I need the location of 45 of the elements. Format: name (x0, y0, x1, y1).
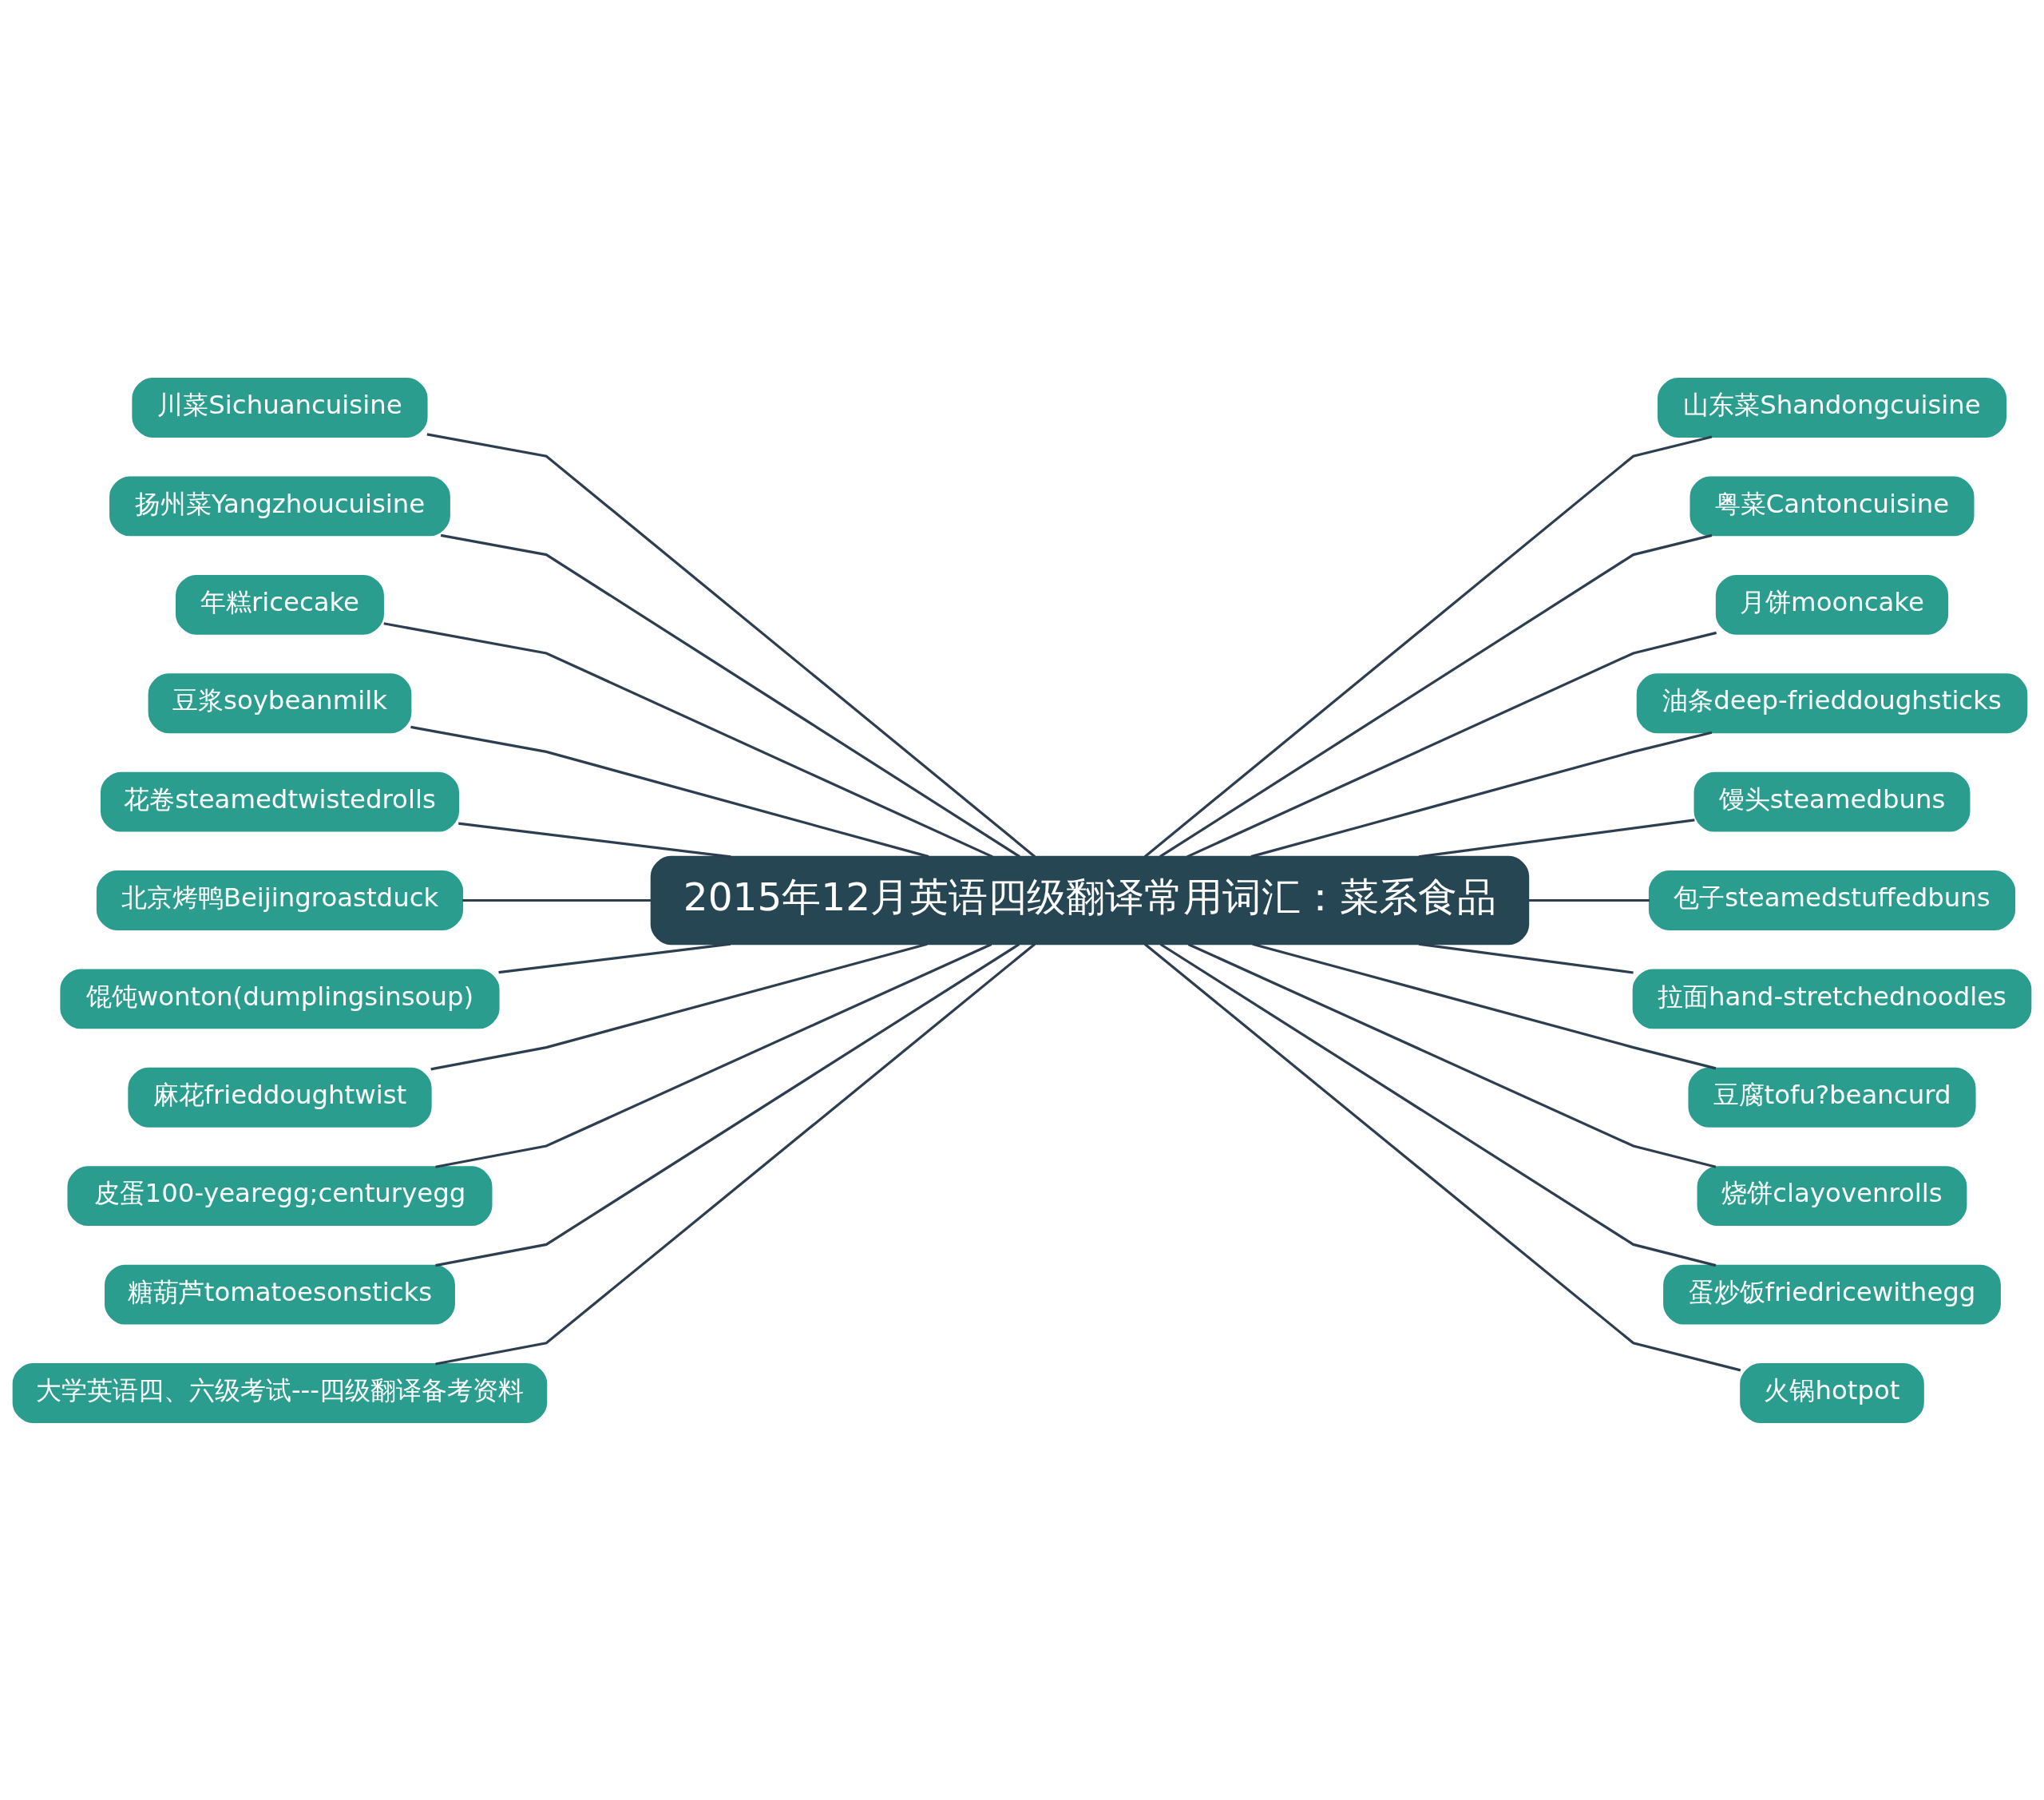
connector (426, 432, 1036, 858)
connector (1528, 898, 1650, 902)
connector (1143, 434, 1713, 858)
connector (430, 942, 928, 1070)
connector (1159, 533, 1713, 858)
node-box: 山东菜Shandongcuisine (1658, 377, 2006, 438)
node-box: 北京烤鸭Beijingroastduck (96, 870, 464, 930)
node-box: 豆浆soybeanmilk (148, 672, 412, 733)
connector (1418, 942, 1634, 974)
connector (1159, 942, 1717, 1267)
connector (440, 533, 1020, 858)
connector (1143, 942, 1741, 1371)
node-box: 馒头steamedbuns (1693, 771, 1971, 831)
connector (410, 725, 929, 858)
node-box: 年糕ricecake (176, 574, 384, 635)
connector (462, 898, 652, 902)
node-box: 川菜Sichuancuisine (132, 377, 428, 438)
node-box: 麻花frieddoughtwist (128, 1067, 432, 1128)
node-box: 蛋炒饭friedricewithegg (1663, 1264, 2001, 1324)
node-box: 包子steamedstuffedbuns (1648, 870, 2016, 930)
node-box: 馄饨wonton(dumplingsinsoup) (60, 969, 500, 1029)
connector (1186, 631, 1717, 858)
connector (498, 942, 731, 973)
node-box: 豆腐tofu?beancurd (1688, 1067, 1976, 1128)
node-box: 拉面hand-stretchednoodles (1632, 969, 2032, 1029)
connector (435, 942, 992, 1168)
connector (435, 942, 1020, 1267)
connector (383, 621, 993, 858)
node-box: 皮蛋100-yearegg;centuryegg (67, 1165, 493, 1226)
connector (435, 942, 1036, 1366)
connector (1252, 942, 1717, 1069)
node-box: 2015年12月英语四级翻译常用词汇：菜系食品 (650, 855, 1530, 945)
connector (458, 822, 731, 858)
node-box: 糖葫芦tomatoesonsticks (104, 1264, 455, 1324)
node-box: 月饼mooncake (1715, 574, 1949, 635)
node-box: 大学英语四、六级考试---四级翻译备考资料 (12, 1362, 548, 1423)
connector (1187, 942, 1717, 1168)
node-box: 油条deep-frieddoughsticks (1636, 672, 2028, 733)
connector (1418, 818, 1695, 858)
connector (1250, 731, 1713, 858)
node-box: 扬州菜Yangzhoucuisine (109, 476, 450, 536)
node-box: 花卷steamedtwistedrolls (100, 771, 459, 831)
node-box: 烧饼clayovenrolls (1697, 1165, 1967, 1226)
node-box: 火锅hotpot (1740, 1362, 1924, 1423)
node-box: 粤菜Cantoncuisine (1689, 476, 1975, 536)
